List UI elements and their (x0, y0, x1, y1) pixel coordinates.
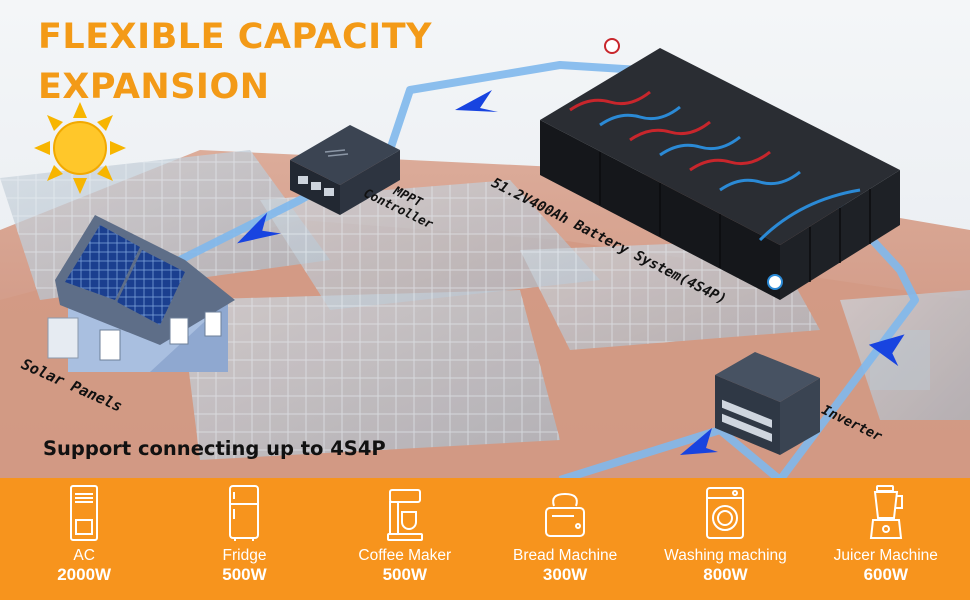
flow-arrows (237, 90, 905, 455)
air-conditioner-icon (61, 484, 107, 542)
appliance-power: 600W (863, 565, 908, 584)
system-diagram (0, 0, 970, 478)
mppt-controller-icon (290, 125, 400, 215)
headline: FLEXIBLE CAPACITY EXPANSION (38, 12, 432, 112)
appliance-power: 800W (703, 565, 748, 584)
bread-machine-icon (542, 484, 588, 542)
appliance-fridge: Fridge 500W (169, 478, 319, 585)
inverter-icon (715, 352, 820, 455)
support-subline: Support connecting up to 4S4P (43, 437, 386, 460)
juicer-icon (863, 484, 909, 542)
appliance-name: Coffee Maker (358, 547, 452, 564)
headline-line-2: EXPANSION (38, 67, 270, 107)
appliance-bar: AC 2000W Fridge 500W Coffee Maker 500W (0, 478, 970, 600)
sun-icon (34, 102, 126, 194)
appliance-name: AC (73, 547, 95, 564)
appliance-coffee-maker: Coffee Maker 500W (330, 478, 480, 585)
appliance-name: Juicer Machine (833, 547, 938, 564)
appliance-power: 500W (382, 565, 428, 584)
appliance-power: 500W (222, 565, 267, 584)
washing-machine-icon (702, 484, 748, 542)
appliance-name: Washing maching (664, 547, 787, 564)
appliance-name: Bread Machine (513, 547, 618, 564)
house-solar-icon (47, 215, 235, 372)
appliance-power: 300W (542, 565, 588, 584)
fridge-icon (221, 484, 267, 542)
headline-line-1: FLEXIBLE CAPACITY (38, 17, 432, 57)
appliance-name: Fridge (222, 547, 267, 564)
appliance-ac: AC 2000W (9, 478, 159, 585)
appliance-bread-machine: Bread Machine 300W (490, 478, 640, 585)
coffee-maker-icon (382, 484, 428, 542)
battery-bank-icon (540, 38, 900, 300)
appliance-power: 2000W (57, 565, 112, 584)
appliance-washing-machine: Washing maching 800W (650, 478, 800, 585)
appliance-juicer: Juicer Machine 600W (811, 478, 961, 585)
